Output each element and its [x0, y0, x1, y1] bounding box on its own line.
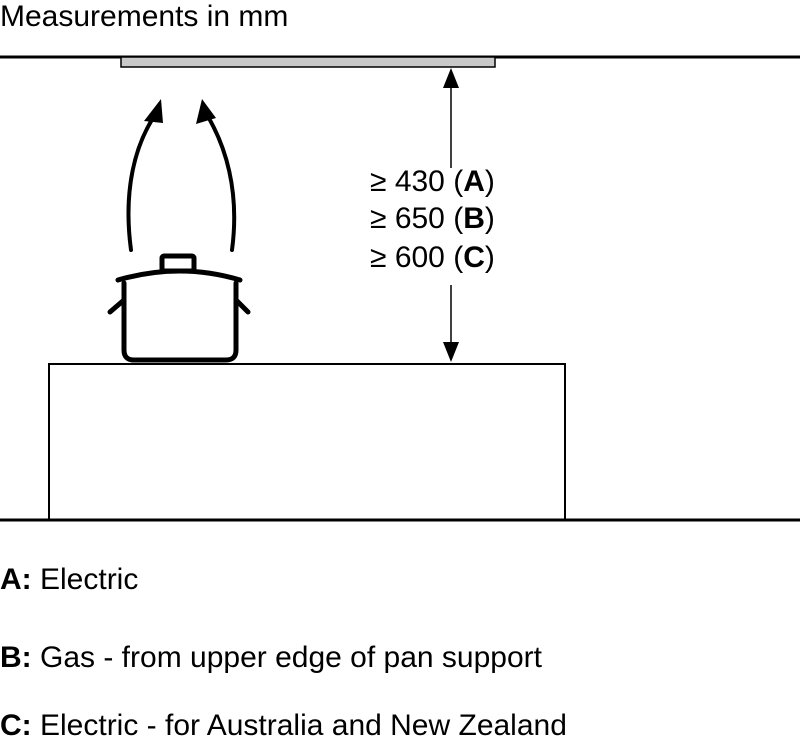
- legend-item-a: A: Electric: [0, 562, 138, 598]
- dimension-label-a: ≥ 430 (A): [370, 165, 495, 198]
- dimension-label-c: ≥ 600 (C): [370, 241, 495, 274]
- cooktop-counter: [48, 363, 566, 521]
- legend-text: Electric: [40, 563, 139, 596]
- dimension-arrow: [443, 68, 459, 362]
- page-title: Measurements in mm: [0, 0, 289, 33]
- steam-arrows-icon: [126, 113, 237, 252]
- legend-item-c: C: Electric - for Australia and New Zeal…: [0, 708, 567, 744]
- installation-diagram: [0, 55, 800, 522]
- legend-key: B:: [0, 641, 32, 674]
- legend-text: Gas - from upper edge of pan support: [40, 641, 542, 674]
- legend-key: A:: [0, 563, 32, 596]
- hood-panel: [120, 56, 496, 68]
- dimension-label-b: ≥ 650 (B): [370, 202, 495, 235]
- legend-text: Electric - for Australia and New Zealand: [40, 709, 567, 742]
- pot-icon: [107, 253, 251, 363]
- legend-item-b: B: Gas - from upper edge of pan support: [0, 640, 542, 676]
- legend-key: C:: [0, 709, 32, 742]
